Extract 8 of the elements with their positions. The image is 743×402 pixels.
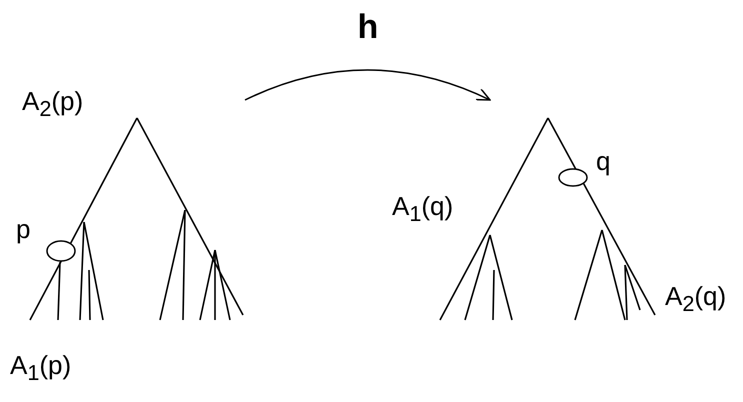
- edge-label: h: [358, 10, 378, 44]
- subtree-label: A$_{1}$(q): [392, 193, 454, 225]
- subtree-label: A$_{1}$(p): [10, 352, 72, 384]
- point-label: q: [596, 148, 610, 174]
- point-label: p: [16, 216, 30, 242]
- subtree-label: A$_{2}$(p): [22, 88, 84, 120]
- subtree-label: A$_{2}$(q): [665, 283, 726, 315]
- curved-arrow: [244, 69, 491, 101]
